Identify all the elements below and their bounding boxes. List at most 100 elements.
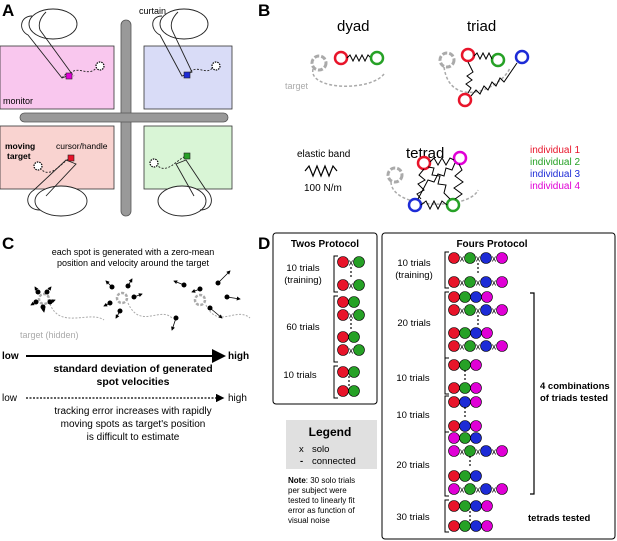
participant-dot bbox=[348, 331, 360, 343]
moving-target-label-2: target bbox=[7, 151, 31, 161]
participant-dot bbox=[459, 382, 471, 394]
fours-connected-row bbox=[448, 470, 482, 482]
dyad-title: dyad bbox=[337, 18, 370, 35]
panel-c: C each spot is generated with a zero-mea… bbox=[2, 234, 251, 443]
person-top-right bbox=[159, 8, 209, 40]
participant-dot bbox=[348, 385, 360, 397]
panel-c-desc-2: position and velocity around the target bbox=[57, 258, 210, 268]
fours-connected-row bbox=[448, 420, 482, 432]
participant-dot bbox=[470, 291, 482, 303]
participant-dot bbox=[459, 470, 471, 482]
low-label-2: low bbox=[2, 393, 18, 404]
twos-block-2: 60 trials bbox=[286, 322, 320, 333]
moving-target-label-1: moving bbox=[5, 141, 35, 151]
participant-dot bbox=[464, 340, 476, 352]
solo-x: x bbox=[460, 278, 465, 288]
panel-c-letter: C bbox=[2, 234, 14, 253]
combos-label-1: 4 combinations bbox=[540, 381, 610, 392]
participant-dot bbox=[448, 276, 460, 288]
participant-dot bbox=[337, 279, 349, 291]
ellipsis-dots bbox=[477, 315, 479, 325]
participant-dot bbox=[481, 500, 493, 512]
participant-dot bbox=[464, 445, 476, 457]
tetrad-target-path bbox=[390, 181, 479, 205]
dyad-spring bbox=[346, 53, 372, 63]
ellipsis-dots bbox=[350, 267, 352, 277]
triad-spring-1 bbox=[473, 51, 493, 61]
twos-solo-row: x bbox=[337, 256, 365, 268]
twos-connected-row bbox=[337, 296, 360, 308]
combos-label-2: of triads tested bbox=[540, 393, 608, 404]
solo-x: x bbox=[492, 447, 497, 457]
block-bracket bbox=[444, 499, 449, 533]
twos-block-1-sub: (training) bbox=[284, 275, 322, 286]
solo-x: x bbox=[349, 258, 354, 268]
triad-spring-2 bbox=[465, 61, 474, 94]
participant-dot bbox=[353, 256, 365, 268]
participant-dot bbox=[353, 279, 365, 291]
fours-protocol-box bbox=[381, 232, 616, 540]
participant-dot bbox=[481, 327, 493, 339]
solo-x: x bbox=[349, 311, 354, 321]
block-bracket bbox=[333, 255, 338, 293]
participant-dot bbox=[448, 340, 460, 352]
participant-dot bbox=[448, 445, 460, 457]
fours-connected-row bbox=[448, 396, 482, 408]
tetrad-individual-4 bbox=[452, 150, 468, 166]
participant-dot bbox=[496, 483, 508, 495]
participant-dot bbox=[448, 470, 460, 482]
tetrad-springs bbox=[416, 156, 464, 211]
participant-dot bbox=[470, 382, 482, 394]
fours-connected-row bbox=[448, 432, 482, 444]
ellipsis-dots bbox=[350, 319, 352, 329]
panel-d-letter: D bbox=[258, 234, 270, 253]
panel-a: A curtain monitor moving target cursor/h… bbox=[0, 1, 233, 217]
ellipsis-dots bbox=[464, 370, 466, 380]
twos-block-3: 10 trials bbox=[283, 370, 317, 381]
dyad-target-path bbox=[312, 68, 385, 87]
twos-solo-row: x bbox=[337, 279, 365, 291]
monitor-label: monitor bbox=[3, 96, 33, 106]
participant-dot bbox=[496, 304, 508, 316]
twos-connected-row bbox=[337, 331, 360, 343]
participant-dot bbox=[496, 276, 508, 288]
block-bracket bbox=[333, 295, 338, 363]
target-bottom-right bbox=[149, 158, 159, 168]
arm-bottom-left bbox=[27, 159, 77, 211]
participant-dot bbox=[459, 396, 471, 408]
block-bracket bbox=[333, 365, 338, 399]
target-top-right bbox=[211, 61, 221, 71]
error-note-1: tracking error increases with rapidly bbox=[54, 406, 211, 417]
participant-dot bbox=[470, 470, 482, 482]
solo-x: x bbox=[349, 346, 354, 356]
solo-x: x bbox=[492, 254, 497, 264]
tetrad-title: tetrad bbox=[406, 145, 444, 162]
twos-block-1: 10 trials bbox=[286, 263, 320, 274]
twos-solo-row: x bbox=[337, 309, 365, 321]
legend-dash: - bbox=[300, 456, 303, 467]
participant-dot bbox=[337, 331, 349, 343]
solo-x: x bbox=[460, 254, 465, 264]
participant-dot bbox=[459, 420, 471, 432]
triad-target-path bbox=[443, 66, 511, 94]
dyad-target-icon bbox=[310, 54, 328, 72]
participant-dot bbox=[481, 520, 493, 532]
elastic-band-icon bbox=[304, 164, 338, 178]
person-bottom-right bbox=[157, 185, 207, 217]
note-line-5: visual noise bbox=[288, 516, 330, 525]
monitor-bottom-left bbox=[0, 125, 115, 190]
monitor-top-left bbox=[0, 45, 115, 110]
ellipsis-dots bbox=[464, 407, 466, 417]
low-label-1: low bbox=[2, 351, 19, 362]
error-note-2: moving spots as target's position bbox=[61, 419, 206, 430]
solo-x: x bbox=[460, 342, 465, 352]
participant-dot bbox=[337, 256, 349, 268]
curtain-horizontal bbox=[19, 112, 229, 123]
solo-x: x bbox=[476, 485, 481, 495]
tetrad-individual-2 bbox=[445, 197, 461, 213]
block-bracket bbox=[444, 251, 449, 289]
block-bracket bbox=[444, 431, 449, 497]
